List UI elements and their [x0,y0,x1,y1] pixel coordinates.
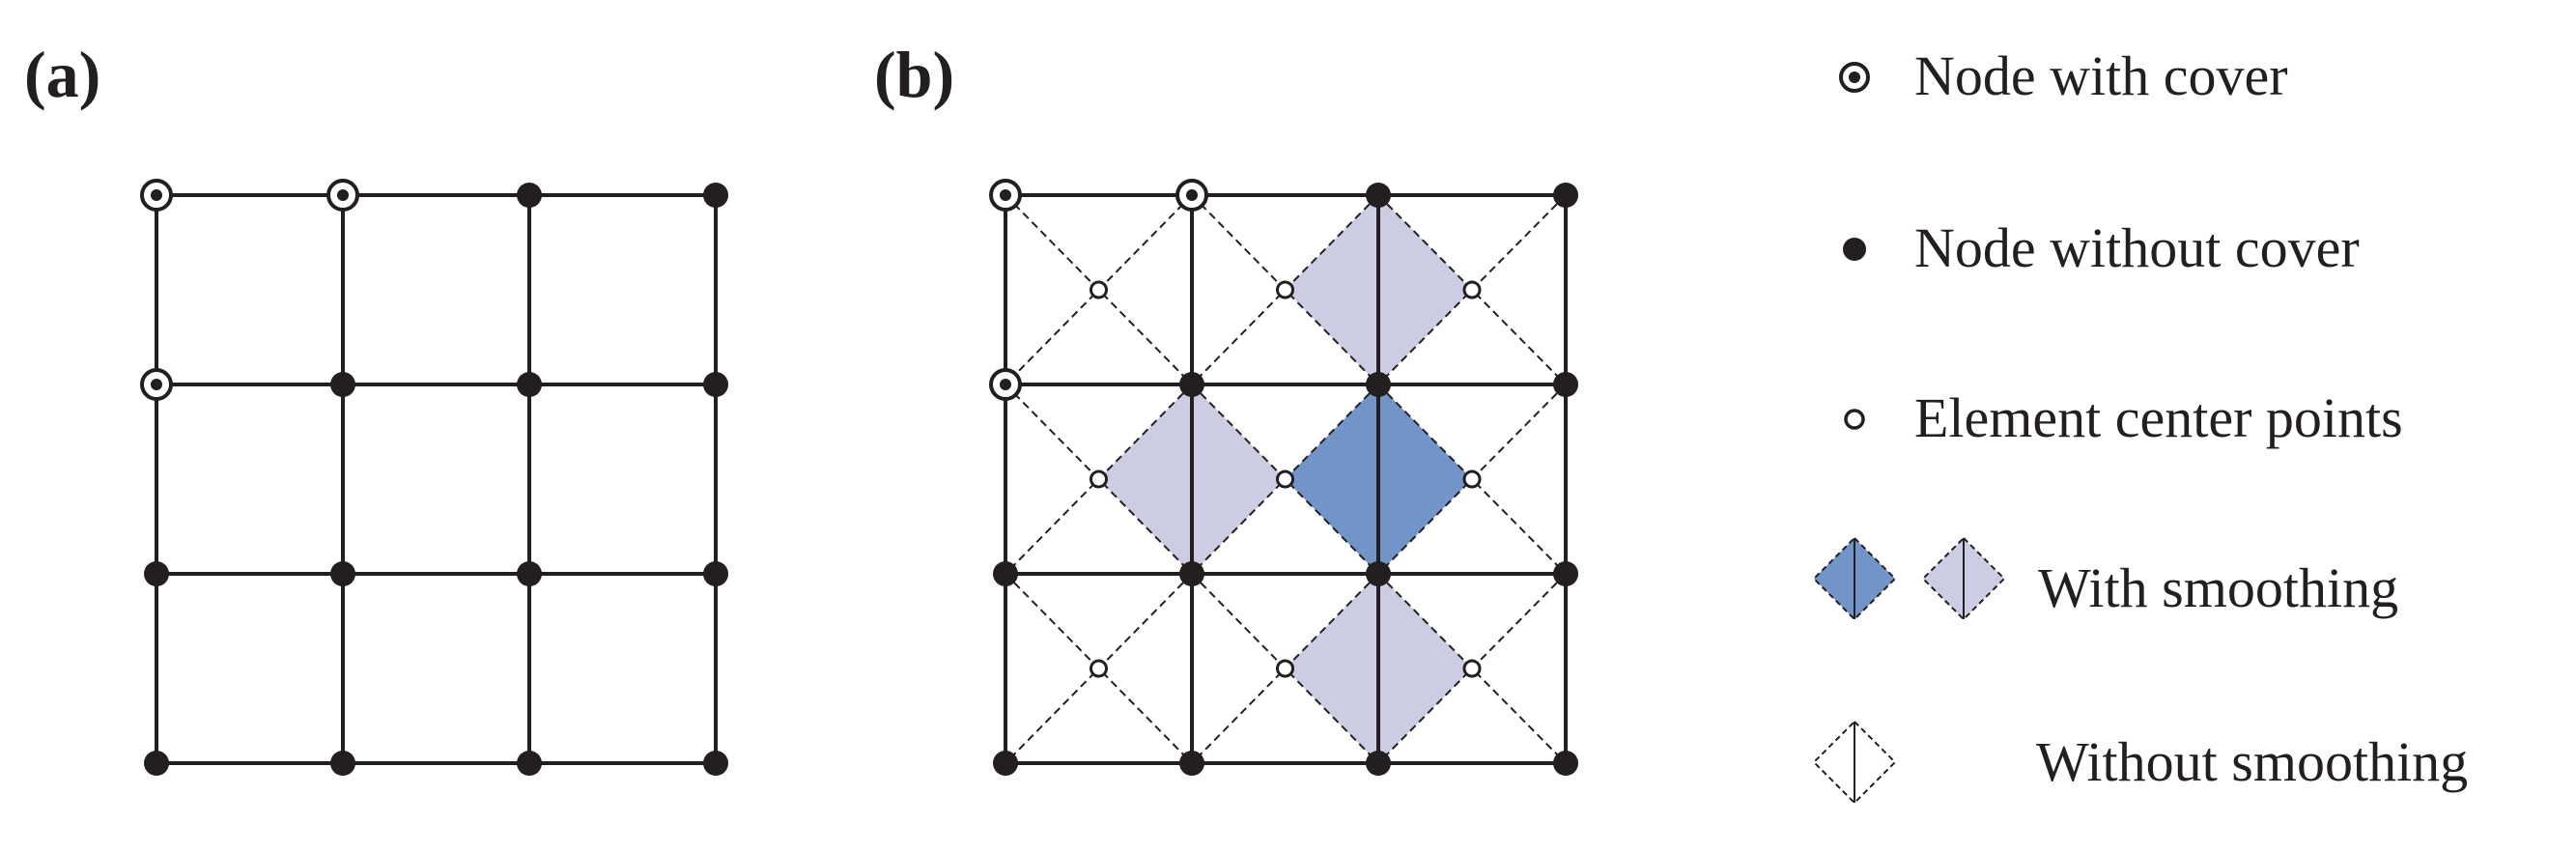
panel-b-label: (b) [874,38,954,111]
node-with-cover-dot [1000,189,1011,201]
element-center-point [1462,659,1482,678]
node-without-cover [703,372,728,397]
legend-item-element-center-points: Element center points [1844,386,2403,449]
node-without-cover [1553,751,1578,776]
legend-label-node-without-cover: Node without cover [1914,216,2360,279]
node-without-cover [993,751,1018,776]
node-without-cover [330,561,355,586]
node-without-cover [1179,561,1204,586]
node-without-cover [517,183,542,208]
element-center-point-symbol [1844,409,1865,430]
node-without-cover [144,561,169,586]
node-without-cover [1179,372,1204,397]
legend-label-node-with-cover: Node with cover [1914,44,2288,107]
node-with-cover-dot [1186,189,1198,201]
node-without-cover [703,751,728,776]
node-without-cover [703,183,728,208]
node-without-cover [517,751,542,776]
element-center-point [1462,280,1482,299]
node-with-cover-dot [151,189,162,201]
element-center-point [1276,659,1294,678]
element-center-point [1090,659,1108,678]
legend-item-node-without-cover: Node without cover [1843,216,2360,279]
panel-a-label: (a) [24,38,100,111]
node-with-cover-dot [337,189,349,201]
legend: Node with cover Node without cover Eleme… [1812,44,2468,805]
node-without-cover [1366,751,1391,776]
element-center-point [1090,280,1108,299]
node-without-cover [1553,372,1578,397]
legend-item-node-with-cover: Node with cover [1839,44,2288,107]
node-without-cover [1179,751,1204,776]
legend-label-element-center-points: Element center points [1914,386,2403,449]
node-without-cover [1366,561,1391,586]
node-with-cover-dot [1000,379,1011,390]
node-with-cover-symbol-dot [1849,71,1860,83]
legend-item-without-smoothing: Without smoothing [1812,720,2468,805]
element-center-point [1276,280,1294,299]
node-without-cover [1553,561,1578,586]
legend-label-without-smoothing: Without smoothing [2036,730,2468,793]
node-without-cover [1366,372,1391,397]
node-without-cover [703,561,728,586]
node-without-cover [993,561,1018,586]
node-without-cover [330,372,355,397]
node-without-cover [1553,183,1578,208]
node-without-cover [1366,183,1391,208]
node-without-cover-symbol [1843,238,1866,261]
legend-item-with-smoothing: With smoothing [1812,536,2398,621]
node-without-cover [517,561,542,586]
legend-label-with-smoothing: With smoothing [2038,556,2398,619]
node-without-cover [144,751,169,776]
element-center-point [1090,469,1108,489]
panel-a-grid [140,179,728,776]
node-with-cover-dot [151,379,162,390]
node-without-cover [330,751,355,776]
panel-b-grid [989,179,1578,776]
node-without-cover [517,372,542,397]
element-center-point [1462,469,1482,489]
element-center-point [1276,469,1294,489]
